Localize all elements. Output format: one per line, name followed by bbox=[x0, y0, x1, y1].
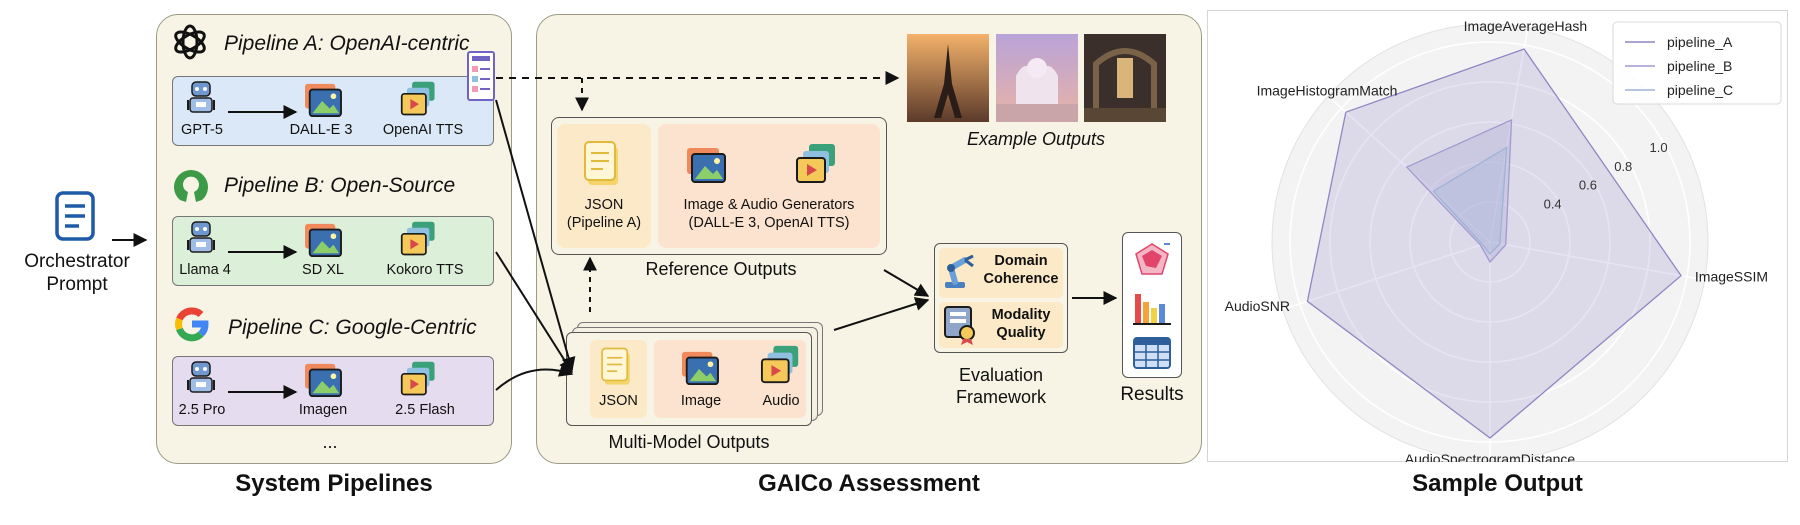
pipeline-a-audio-label: OpenAI TTS bbox=[382, 122, 464, 138]
radar-axis-label: ImageAverageHash bbox=[1464, 18, 1587, 34]
pipeline-a-llm-label: GPT-5 bbox=[181, 122, 223, 138]
bar-chart-icon bbox=[1132, 288, 1172, 331]
robot-arm-icon bbox=[941, 252, 977, 297]
pipeline-b-to-multi bbox=[495, 251, 573, 374]
radar-spoke-1 bbox=[1489, 241, 1705, 281]
multi-image-label: Image bbox=[680, 393, 722, 409]
legend-label-pipeline_C: pipeline_C bbox=[1667, 82, 1733, 98]
reference-json-label: JSON (Pipeline A) bbox=[566, 197, 642, 231]
quality-badge-icon bbox=[943, 305, 977, 350]
radar-series-pipeline_B bbox=[1405, 118, 1513, 264]
audio-generator-icon bbox=[400, 360, 438, 403]
radar-axis-label: AudioSNR bbox=[1225, 298, 1290, 314]
orchestrator-prompt-label: Orchestrator Prompt bbox=[24, 251, 130, 295]
radar-series-pipeline_C bbox=[1432, 146, 1508, 255]
multi-json-document-icon bbox=[600, 346, 636, 393]
multi-json-label: JSON bbox=[599, 393, 638, 409]
table-icon bbox=[1132, 336, 1172, 375]
radar-series-pipeline_A bbox=[1306, 48, 1682, 439]
image-generator-icon bbox=[303, 82, 343, 123]
reference-outputs-frame bbox=[551, 117, 887, 255]
pipeline-b-audio-label: Kokoro TTS bbox=[386, 262, 464, 278]
domain-coherence-card bbox=[939, 248, 1063, 298]
llm-robot-icon bbox=[184, 360, 218, 401]
radar-axis-label: ImageHistogramMatch bbox=[1257, 82, 1398, 98]
pipeline-b-llm-label: Llama 4 bbox=[179, 262, 231, 278]
sample-output-title: Sample Output bbox=[1412, 470, 1583, 497]
radar-tick-label: 0.8 bbox=[1614, 159, 1632, 174]
radar-tick-label: 0.6 bbox=[1579, 178, 1597, 193]
pipeline-c-audio-label: 2.5 Flash bbox=[395, 402, 455, 418]
radar-axis-label: ImageSSIM bbox=[1695, 268, 1768, 284]
legend-label-pipeline_A: pipeline_A bbox=[1667, 34, 1733, 50]
radar-spoke-0 bbox=[1489, 27, 1529, 243]
pipeline-a-title: Pipeline A: OpenAI-centric bbox=[224, 32, 470, 55]
radar-tick-label: 1.0 bbox=[1650, 140, 1668, 155]
openai-logo-icon bbox=[170, 22, 210, 67]
audio-generator-icon bbox=[400, 220, 438, 263]
gaico-assessment-title: GAICo Assessment bbox=[758, 470, 980, 497]
reference-to-evaluation bbox=[883, 269, 930, 297]
multi-image-icon bbox=[680, 350, 720, 391]
multi-audio-label: Audio bbox=[762, 393, 800, 409]
multi-audio-icon bbox=[760, 344, 802, 391]
more-pipelines-ellipsis: ... bbox=[322, 432, 338, 452]
domain-coherence-label: Domain Coherence bbox=[983, 253, 1059, 287]
legend-label-pipeline_B: pipeline_B bbox=[1667, 58, 1732, 74]
json-document-icon bbox=[583, 139, 625, 194]
multi-to-evaluation bbox=[833, 297, 930, 331]
example-image-eiffel bbox=[907, 34, 989, 127]
audio-generator-icon bbox=[400, 80, 438, 123]
open-source-logo-icon bbox=[170, 164, 212, 211]
llm-robot-icon bbox=[184, 80, 218, 121]
pipeline-c-image-label: Imagen bbox=[298, 402, 348, 418]
multi-model-outputs-label: Multi-Model Outputs bbox=[608, 432, 770, 452]
pipeline-c-llm-label: 2.5 Pro bbox=[178, 402, 226, 418]
radar-chart-icon bbox=[1132, 240, 1172, 283]
pipeline-c-title: Pipeline C: Google-Centric bbox=[228, 316, 477, 339]
report-document-icon bbox=[466, 50, 496, 107]
example-image-basilica bbox=[996, 34, 1078, 127]
example-image-cathedral bbox=[1084, 34, 1166, 127]
pipeline-a-image-label: DALL-E 3 bbox=[289, 122, 353, 138]
radar-tick-label: 0.4 bbox=[1544, 196, 1562, 211]
system-pipelines-title: System Pipelines bbox=[235, 470, 433, 497]
image-generator-icon bbox=[303, 222, 343, 263]
reference-generators-card bbox=[658, 124, 880, 248]
modality-quality-label: Modality Quality bbox=[991, 307, 1051, 341]
image-generator-icon bbox=[303, 362, 343, 403]
radar-axis-label: AudioSpectrogramDistance bbox=[1405, 451, 1576, 462]
reference-outputs-label: Reference Outputs bbox=[645, 259, 797, 279]
document-icon bbox=[54, 190, 96, 247]
llm-robot-icon bbox=[184, 220, 218, 261]
google-logo-icon bbox=[170, 302, 214, 351]
audio-player-icon bbox=[795, 142, 839, 191]
results-label: Results bbox=[1120, 384, 1184, 405]
evaluation-framework-label: Evaluation Framework bbox=[955, 365, 1046, 407]
pipeline-b-image-label: SD XL bbox=[302, 262, 344, 278]
pipeline-b-title: Pipeline B: Open-Source bbox=[224, 174, 456, 197]
pipeline-a-to-multi bbox=[495, 99, 576, 372]
radar-spoke-3 bbox=[1282, 241, 1491, 311]
image-gallery-icon bbox=[685, 146, 727, 189]
reference-generators-label: Image & Audio Generators (DALL-E 3, Open… bbox=[683, 197, 855, 231]
example-outputs-label: Example Outputs bbox=[966, 129, 1106, 149]
pipeline-c-to-multi bbox=[495, 363, 574, 391]
